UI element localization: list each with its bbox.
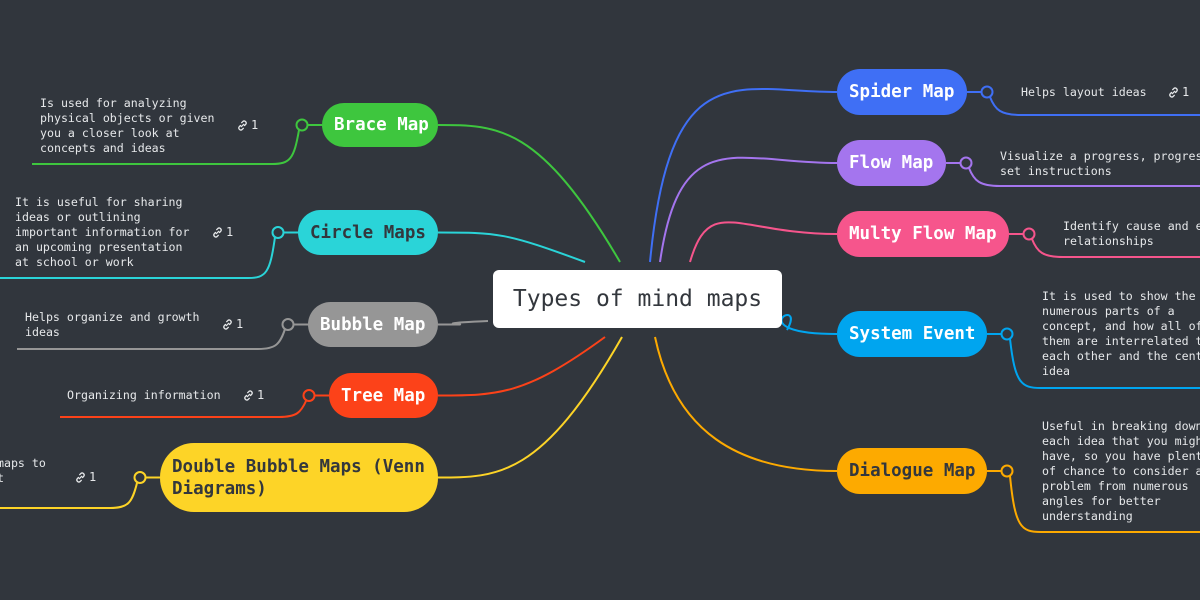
branch-topic[interactable]: Double Bubble Maps (Venn Diagrams) <box>160 443 438 512</box>
subtopic-underline <box>17 328 286 350</box>
branch-connector <box>437 231 586 263</box>
collapse-toggle[interactable] <box>959 156 973 170</box>
branch-connector <box>437 336 606 397</box>
collapse-toggle[interactable] <box>271 226 285 239</box>
link-count: 1 <box>257 388 265 402</box>
subtopic-description[interactable]: It is used to show the numerous parts of… <box>1042 289 1200 378</box>
subtopic-underline <box>968 167 1200 187</box>
branch-connector <box>649 88 838 263</box>
link-icon <box>211 226 224 239</box>
link-count: 1 <box>251 118 259 132</box>
link-count: 1 <box>89 470 97 484</box>
subtopic-description[interactable]: maps to at <box>0 456 46 485</box>
link-icon <box>236 119 249 132</box>
branch-connector <box>780 314 838 335</box>
link-count: 1 <box>1182 85 1190 99</box>
branch-connector <box>437 320 489 326</box>
branch-topic[interactable]: Spider Map <box>837 69 967 115</box>
branch-topic[interactable]: Circle Maps <box>298 210 438 255</box>
subtopic-description[interactable]: It is useful for sharing ideas or outlin… <box>15 195 190 269</box>
subtopic-underline <box>1009 338 1200 389</box>
link-icon <box>242 389 255 402</box>
subtopic-underline <box>1009 475 1200 533</box>
branch-topic[interactable]: Dialogue Map <box>837 448 987 494</box>
subtopic-description[interactable]: Visualize a progress, progress set instr… <box>1000 149 1200 178</box>
branch-topic[interactable]: Flow Map <box>837 140 946 186</box>
collapse-toggle[interactable] <box>281 318 295 331</box>
collapse-toggle[interactable] <box>302 389 316 402</box>
link-count: 1 <box>226 225 234 239</box>
branch-connector <box>437 336 623 479</box>
subtopic-description[interactable]: Is used for analyzing physical objects o… <box>40 96 215 155</box>
subtopic-description[interactable]: Helps layout ideas <box>1021 85 1147 99</box>
collapse-toggle[interactable] <box>1000 464 1014 478</box>
link-icon <box>74 471 87 484</box>
branch-topic[interactable]: Tree Map <box>329 373 438 418</box>
link-badge[interactable]: 1 <box>1167 85 1189 99</box>
link-badge[interactable]: 1 <box>236 118 258 132</box>
subtopic-description[interactable]: Helps organize and growth ideas <box>25 310 200 339</box>
subtopic-underline <box>32 129 300 165</box>
subtopic-underline <box>60 400 307 418</box>
subtopic-underline <box>989 96 1200 116</box>
branch-topic[interactable]: Multy Flow Map <box>837 211 1009 257</box>
subtopic-description[interactable]: Identify cause and effect relationships <box>1063 219 1200 248</box>
link-count: 1 <box>236 317 244 331</box>
subtopic-underline <box>0 236 276 279</box>
branch-connector <box>654 336 838 472</box>
branch-topic[interactable]: Brace Map <box>322 103 438 147</box>
central-topic[interactable]: Types of mind maps <box>493 270 782 328</box>
subtopic-description[interactable]: Organizing information <box>67 388 221 402</box>
collapse-toggle[interactable] <box>1022 227 1036 241</box>
branch-topic[interactable]: System Event <box>837 311 987 357</box>
branch-connector <box>437 124 621 263</box>
link-badge[interactable]: 1 <box>221 317 243 331</box>
branch-connector <box>689 221 838 263</box>
link-icon <box>1167 86 1180 99</box>
branch-topic[interactable]: Bubble Map <box>308 302 438 347</box>
subtopic-underline <box>0 482 138 509</box>
link-badge[interactable]: 1 <box>211 225 233 239</box>
branch-connector <box>659 156 838 263</box>
link-badge[interactable]: 1 <box>242 388 264 402</box>
subtopic-underline <box>1031 238 1200 258</box>
subtopic-description[interactable]: Useful in breaking down each idea that y… <box>1042 419 1200 523</box>
link-badge[interactable]: 1 <box>74 470 96 484</box>
collapse-toggle[interactable] <box>295 118 309 132</box>
collapse-toggle[interactable] <box>133 471 147 484</box>
link-icon <box>221 318 234 331</box>
collapse-toggle[interactable] <box>980 85 994 99</box>
collapse-toggle[interactable] <box>1000 327 1014 341</box>
